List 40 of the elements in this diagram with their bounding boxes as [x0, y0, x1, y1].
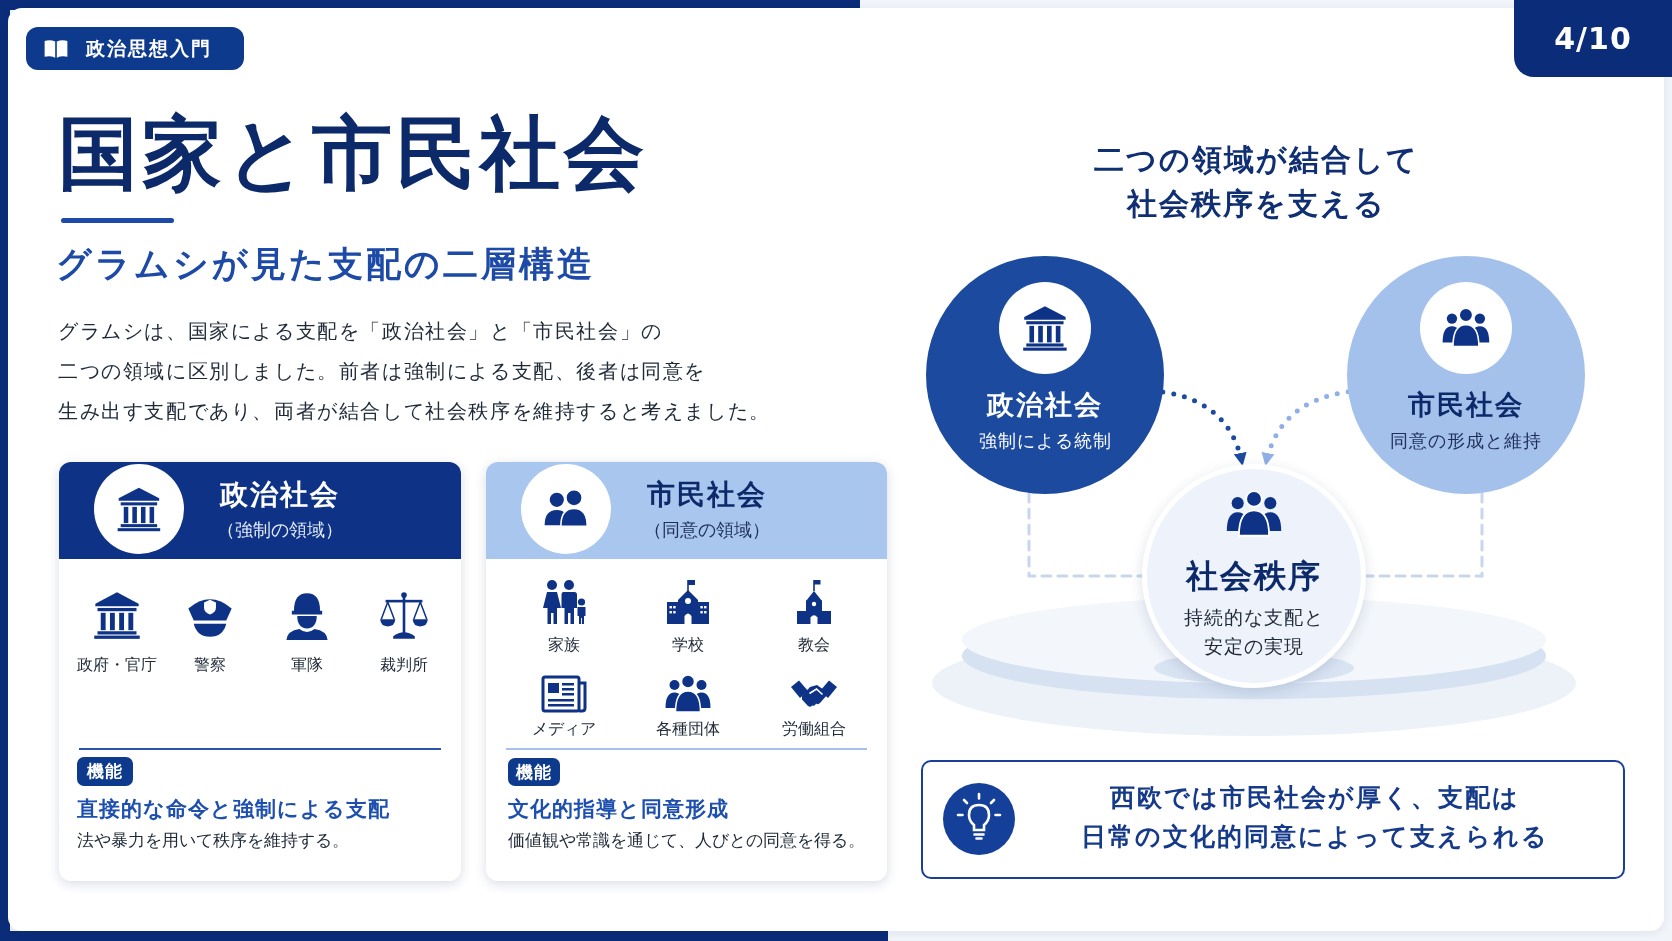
item-label: 教会	[798, 634, 830, 656]
subtitle: グラムシが見た支配の二層構造	[56, 243, 595, 286]
circle-heading: 市民社会	[1408, 388, 1524, 422]
card-subheading: （強制の領域）	[217, 518, 343, 542]
dashed-line	[1364, 491, 1484, 578]
item-label: 各種団体	[656, 718, 720, 740]
item-label: 軍隊	[291, 654, 323, 676]
slide-title: 国家と市民社会	[58, 106, 648, 202]
badge-text: 政治思想入門	[86, 36, 212, 61]
card-subheading: （同意の領域）	[644, 518, 770, 542]
item-label: 裁判所	[380, 654, 428, 676]
function-heading: 文化的指導と同意形成	[508, 796, 729, 823]
dashed-line	[1027, 491, 1144, 578]
item-label: 政府・官庁	[77, 654, 157, 676]
info-card	[486, 462, 887, 881]
intro-paragraph: グラムシは、国家による支配を「政治社会」と「市民社会」の二つの領域に区別しました。前者は強制による支配、後者は同意を生み出す支配であり、両者が結合して社会秩序を維持すると考えました。	[58, 318, 772, 425]
function-description: 法や暴力を用いて秩序を維持する。	[77, 830, 349, 852]
page-number-tab	[1514, 0, 1672, 77]
circle-heading: 政治社会	[987, 388, 1103, 422]
function-tag: 機能	[508, 758, 560, 786]
page-number: 4/10	[1554, 20, 1632, 58]
function-heading: 直接的な命令と強制による支配	[77, 796, 390, 823]
circle-text: 持続的な支配と安定の実現	[1183, 605, 1325, 659]
item-label: 家族	[548, 634, 580, 656]
callout-box	[921, 760, 1625, 879]
item-label: 労働組合	[782, 718, 846, 740]
item-label: 警察	[194, 654, 226, 676]
circle-heading: 社会秩序	[1186, 556, 1322, 597]
info-card	[59, 462, 461, 881]
circle-text: 強制による統制	[978, 429, 1112, 453]
function-description: 価値観や常識を通じて、人びとの同意を得る。	[508, 830, 865, 852]
item-label: メディア	[532, 718, 596, 740]
item-label: 学校	[672, 634, 704, 656]
category-badge	[26, 27, 244, 70]
diagram-heading: 二つの領域が結合して社会秩序を支える	[1092, 141, 1420, 223]
function-tag: 機能	[77, 757, 133, 786]
card-heading: 市民社会	[647, 477, 767, 513]
callout-text: 西欧では市民社会が厚く、支配は日常の文化的同意によって支えられる	[1080, 782, 1550, 853]
card-heading: 政治社会	[220, 477, 340, 513]
circle-text: 同意の形成と維持	[1390, 429, 1542, 453]
